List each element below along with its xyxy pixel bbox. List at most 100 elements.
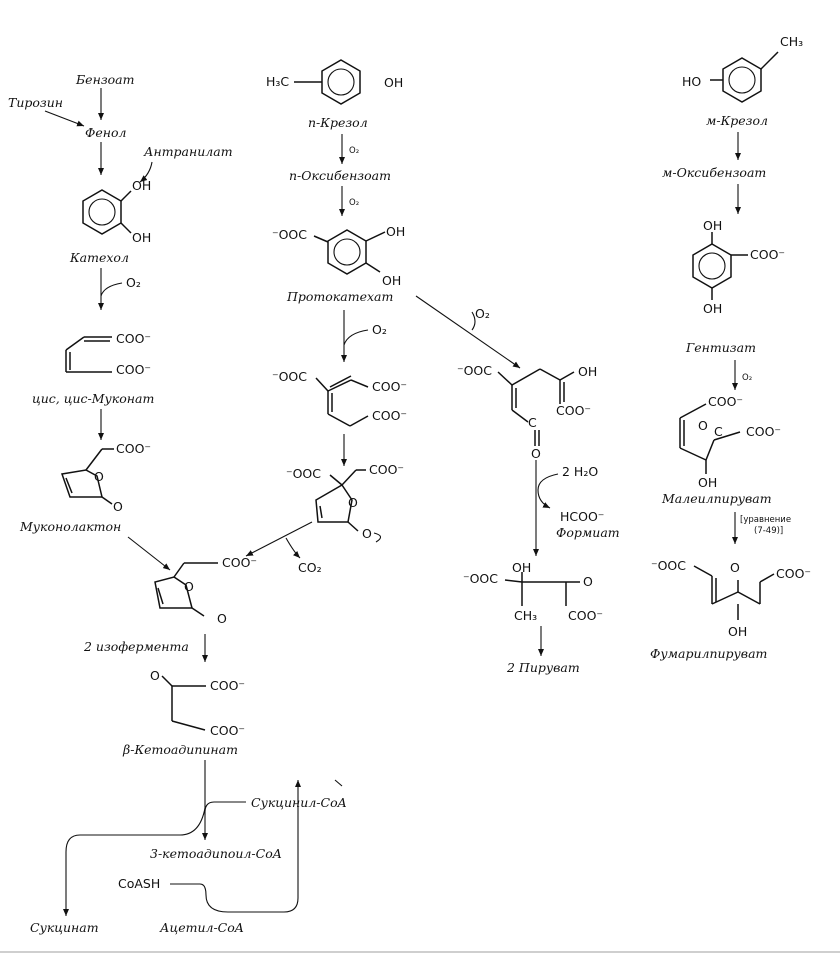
semialdehyde-coo: COO⁻ (556, 403, 591, 418)
formate-formula: HCOO⁻ (560, 509, 604, 524)
meta-o2-curve (471, 311, 476, 331)
gentisate-oh-1: OH (703, 218, 722, 233)
protocatechuate-oh-1: OH (386, 224, 405, 239)
muconolactone-ring-o: O (94, 469, 104, 484)
fumarylpyruvate-structure: ⁻OOC O COO⁻ OH (651, 558, 811, 639)
carboxymuconate-coo-1: COO⁻ (372, 379, 407, 394)
tyrosine-label: Тирозин (8, 95, 63, 110)
carboxylactone-to-enol-arrow (245, 521, 313, 557)
maleylpyruvate-oh: OH (698, 475, 717, 490)
formate-label: Формиат (556, 525, 620, 540)
muconolactone-o: O (113, 499, 123, 514)
pyruvate-label: 2 Пируват (506, 660, 580, 675)
fumarylpyruvate-label: Фумарилпируват (650, 646, 767, 661)
protocatechuate-meta-arrow (415, 295, 521, 369)
p-cresol-h3c: H₃C (266, 74, 289, 89)
maleylpyruvate-label: Малеилпируват (661, 491, 772, 506)
m-cresol-structure: CH₃ HO (682, 34, 803, 103)
m-hydroxybenzoate-label: м-Оксибензоат (662, 165, 766, 180)
p-cresol-structure: H₃C OH (266, 59, 403, 105)
lactone-curl (373, 532, 382, 543)
gentisate-o2: O₂ (742, 373, 752, 383)
equation-ref: [уравнение (740, 515, 791, 525)
hydroxymethyloxoglutarate-structure: ⁻OOC OH CH₃ O COO⁻ (463, 560, 603, 623)
carboxymuconolactone-structure: ⁻OOC COO⁻ O O (286, 462, 404, 543)
benzoate-label: Бензоат (75, 72, 134, 87)
enol-lactone-o: O (217, 611, 227, 626)
right-pathway: CH₃ HO м-Крезол м-Оксибензоат OH COO⁻ OH… (650, 34, 811, 661)
muconate-coo-1: COO⁻ (116, 331, 151, 346)
gentisate-oh-2: OH (703, 301, 722, 316)
fumarylpyruvate-oh: OH (728, 624, 747, 639)
ketoadipate-coo-2: COO⁻ (210, 723, 245, 738)
co2-label: CO₂ (298, 560, 322, 575)
two-isoenzymes-label: 2 изофермента (83, 639, 189, 654)
succinyl-coa-label: Сукцинил-CoA (251, 795, 347, 810)
left-pathway: Бензоат Тирозин Фенол Антранилат OH OH К… (8, 72, 347, 935)
muconate-coo-2: COO⁻ (116, 362, 151, 377)
protocatechuate-structure: ⁻OOC OH OH (272, 224, 405, 288)
maleylpyruvate-coo-2: COO⁻ (746, 424, 781, 439)
hydrolysis-curve (537, 473, 559, 509)
hmog-coo: COO⁻ (568, 608, 603, 623)
middle-pathway: H₃C OH п-Крезол O₂ п-Оксибензоат O₂ ⁻OOC… (245, 59, 620, 675)
catechol-structure: OH OH (82, 178, 151, 245)
succinate-label: Сукцинат (30, 920, 99, 935)
protocatechuate-label: Протокатехат (286, 289, 393, 304)
maleylpyruvate-coo-1: COO⁻ (708, 394, 743, 409)
hmog-o: O (583, 574, 593, 589)
carboxymuconate-structure: ⁻OOC COO⁻ COO⁻ (272, 369, 407, 427)
gentisate-structure: OH COO⁻ OH (692, 218, 785, 316)
hmog-ch3: CH₃ (514, 608, 537, 623)
anthranilate-label: Антранилат (143, 144, 233, 159)
maleylpyruvate-structure: COO⁻ O C COO⁻ OH (679, 394, 781, 490)
phenol-label: Фенол (85, 125, 127, 140)
p-hydroxybenzoate-label: п-Оксибензоат (289, 168, 391, 183)
anthranilate-arrow (139, 161, 153, 183)
m-cresol-ch3: CH₃ (780, 34, 803, 49)
semialdehyde-c: C (528, 415, 537, 430)
ketoadipoyl-coa-label: 3-кетоадипоил-CoA (150, 846, 282, 861)
fumarylpyruvate-ooc: ⁻OOC (651, 558, 686, 573)
m-cresol-label: м-Крезол (706, 113, 768, 128)
p-hydroxybenzoate-o2: O₂ (349, 198, 359, 208)
water-label: 2 H₂O (562, 464, 598, 479)
muconolactone-structure: COO⁻ O O (60, 441, 151, 514)
m-cresol-ho: HO (682, 74, 701, 89)
ketoadipate-o: O (150, 668, 160, 683)
fumarylpyruvate-coo: COO⁻ (776, 566, 811, 581)
gentisate-label: Гентизат (685, 340, 756, 355)
acetyl-coa-label: Ацетил-CoA (159, 920, 244, 935)
ketoadipate-coo-1: COO⁻ (210, 678, 245, 693)
p-cresol-label: п-Крезол (308, 115, 368, 130)
cis-cis-muconate-structure: COO⁻ COO⁻ (65, 331, 151, 377)
protocatechuate-oh-2: OH (382, 273, 401, 288)
catechol-o2: O₂ (126, 275, 141, 290)
protocatechuate-ooc: ⁻OOC (272, 227, 307, 242)
semialdehyde-ooc: ⁻OOC (457, 363, 492, 378)
succinate-arrow (63, 807, 206, 916)
semialdehyde-oh: OH (578, 364, 597, 379)
semialdehyde-structure: ⁻OOC OH COO⁻ C O (457, 363, 597, 461)
muconolactone-arrow (127, 536, 171, 571)
lactone-ooc: ⁻OOC (286, 466, 321, 481)
coash-label: CoASH (118, 876, 160, 891)
succinyl-coa-curve (204, 801, 246, 816)
ortho-o2-curve (343, 329, 369, 346)
gentisate-coo: COO⁻ (750, 247, 785, 262)
lactone-o: O (362, 526, 372, 541)
ortho-o2: O₂ (372, 322, 387, 337)
lactone-ring-o: O (348, 495, 358, 510)
tyrosine-arrow (44, 110, 85, 127)
maleylpyruvate-c: C (714, 424, 723, 439)
catechol-o2-curve (100, 282, 123, 297)
equation-ref-number: (7-49)] (754, 526, 783, 536)
p-cresol-oh: OH (384, 75, 403, 90)
maleylpyruvate-o: O (698, 418, 708, 433)
lactone-coo: COO⁻ (369, 462, 404, 477)
cis-cis-muconate-label: цис, цис-Муконат (32, 391, 154, 406)
meta-o2: O₂ (475, 306, 490, 321)
catechol-oh-1: OH (132, 178, 151, 193)
hmog-oh: OH (512, 560, 531, 575)
